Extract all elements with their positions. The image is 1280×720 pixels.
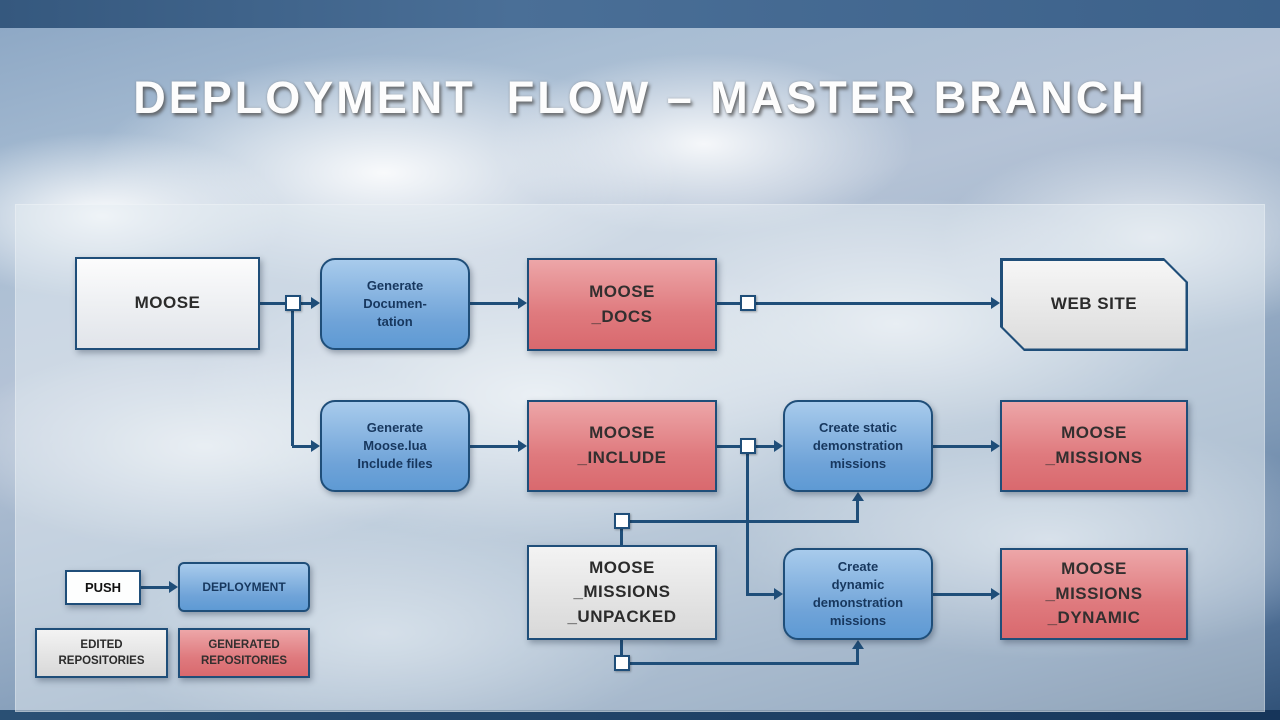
legend-edited-repositories: EDITED REPOSITORIES bbox=[35, 628, 168, 678]
connector-createstatic-missions bbox=[933, 445, 992, 448]
connector-createdynamic-dynamic bbox=[933, 593, 992, 596]
node-create-static-missions: Create static demonstration missions bbox=[783, 400, 933, 492]
connector-branch-geninclude bbox=[292, 445, 312, 448]
web-site-shape bbox=[1003, 261, 1186, 349]
arrow-right-icon bbox=[774, 440, 783, 452]
connector-geninclude-include bbox=[470, 445, 519, 448]
node-generate-include: Generate Moose.lua Include files bbox=[320, 400, 470, 492]
bottom-strip bbox=[0, 710, 1280, 720]
connector-up-into-createstatic bbox=[856, 500, 859, 522]
legend-generated-repositories: GENERATED REPOSITORIES bbox=[178, 628, 310, 678]
node-generate-documentation: Generate Documen- tation bbox=[320, 258, 470, 350]
node-moose-docs: MOOSE _DOCS bbox=[527, 258, 717, 351]
arrow-up-icon bbox=[852, 640, 864, 649]
connector-docs-website bbox=[717, 302, 992, 305]
connector-junction bbox=[740, 295, 756, 311]
legend-push: PUSH bbox=[65, 570, 141, 605]
connector-junction bbox=[614, 513, 630, 529]
connector-unpacked-right-lower bbox=[630, 662, 859, 665]
connector-unpacked-right-upper bbox=[630, 520, 859, 523]
arrow-right-icon bbox=[169, 581, 178, 593]
arrow-up-icon bbox=[852, 492, 864, 501]
node-moose: MOOSE bbox=[75, 257, 260, 350]
top-strip bbox=[0, 0, 1280, 28]
arrow-right-icon bbox=[991, 297, 1000, 309]
slide-title: DEPLOYMENT FLOW – MASTER BRANCH bbox=[133, 72, 1147, 123]
node-create-dynamic-missions: Create dynamic demonstration missions bbox=[783, 548, 933, 640]
connector-push-deployment bbox=[141, 586, 170, 589]
node-moose-missions-unpacked: MOOSE _MISSIONS _UNPACKED bbox=[527, 545, 717, 640]
node-moose-include: MOOSE _INCLUDE bbox=[527, 400, 717, 492]
connector-gendocs-docs bbox=[470, 302, 519, 305]
arrow-right-icon bbox=[518, 297, 527, 309]
legend-deployment: DEPLOYMENT bbox=[178, 562, 310, 612]
connector-junction bbox=[740, 438, 756, 454]
arrow-right-icon bbox=[774, 588, 783, 600]
arrow-right-icon bbox=[311, 440, 320, 452]
connector-branch-createdynamic bbox=[746, 593, 775, 596]
arrow-right-icon bbox=[311, 297, 320, 309]
connector-up-into-createdynamic bbox=[856, 648, 859, 663]
node-moose-missions-dynamic: MOOSE _MISSIONS _DYNAMIC bbox=[1000, 548, 1188, 640]
connector-junction bbox=[285, 295, 301, 311]
connector-branch-down bbox=[291, 303, 294, 446]
connector-junction bbox=[614, 655, 630, 671]
node-moose-missions: MOOSE _MISSIONS bbox=[1000, 400, 1188, 492]
web-site-label: WEB SITE bbox=[1050, 294, 1138, 314]
arrow-right-icon bbox=[991, 588, 1000, 600]
arrow-right-icon bbox=[518, 440, 527, 452]
node-web-site: WEB SITE bbox=[1000, 258, 1188, 351]
arrow-right-icon bbox=[991, 440, 1000, 452]
connector-unpacked-bottom bbox=[620, 640, 623, 663]
connector-unpacked-top bbox=[620, 521, 623, 545]
